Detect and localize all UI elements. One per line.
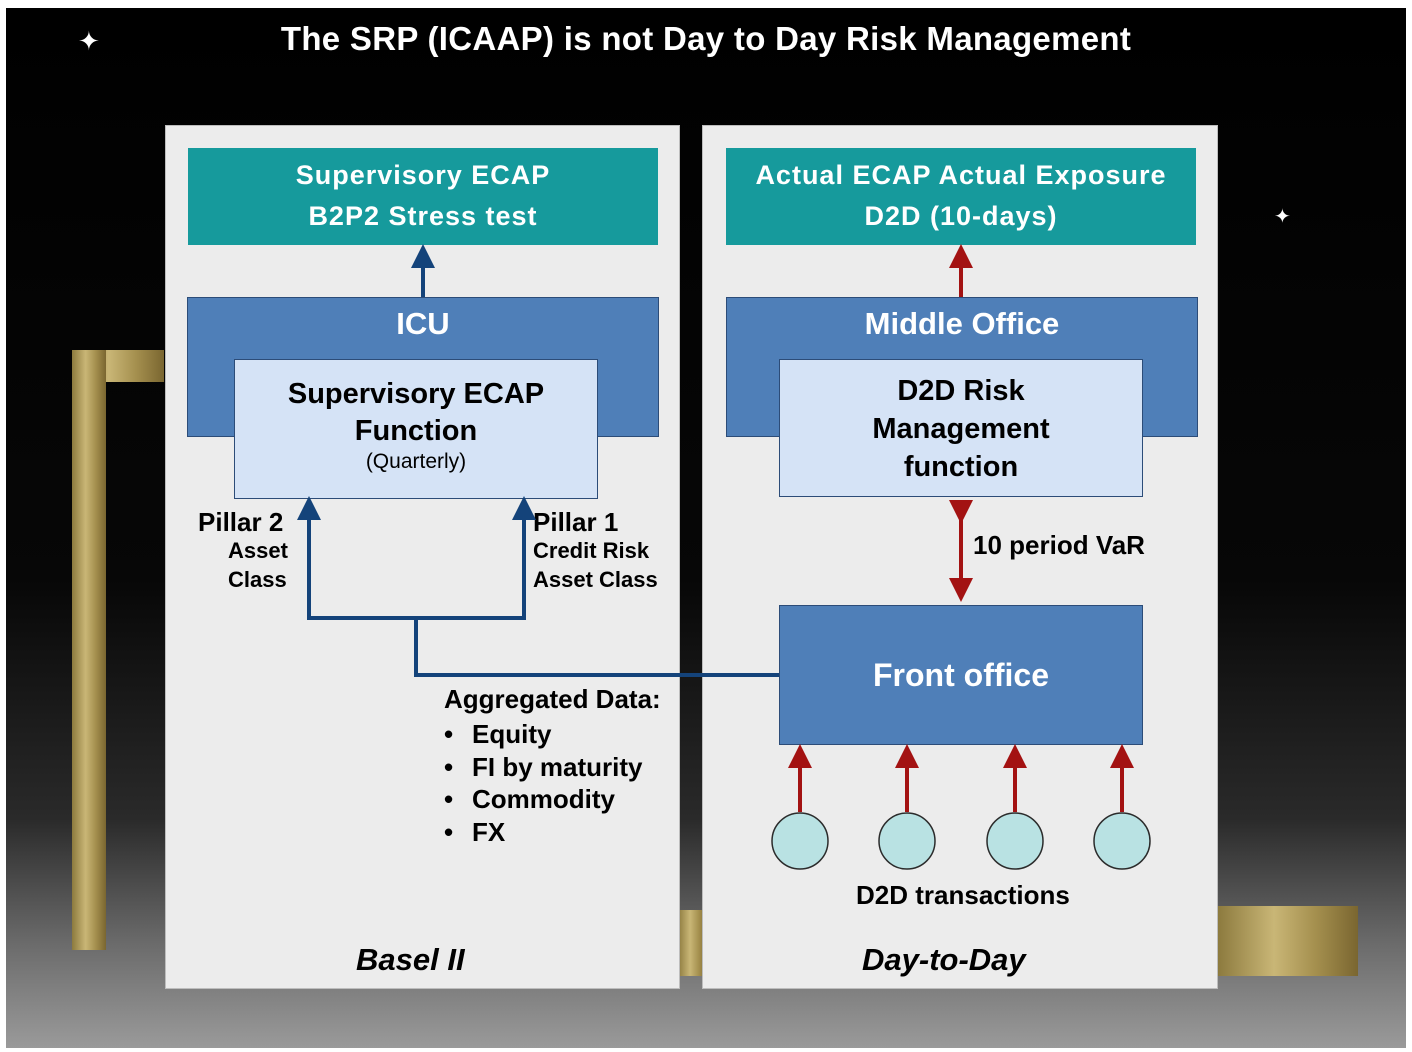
pillar1-title: Pillar 1 xyxy=(533,507,619,537)
pillar2-line2: Class xyxy=(228,567,287,592)
transaction-circle xyxy=(878,812,936,870)
stress-test-label: B2P2 Stress test xyxy=(308,201,538,231)
d2d-period-label: D2D (10-days) xyxy=(864,201,1058,231)
function-title-line2: Function xyxy=(354,415,478,447)
transaction-circle xyxy=(986,812,1044,870)
star-icon: ✦ xyxy=(78,26,100,56)
front-office-label: Front office xyxy=(873,656,1049,693)
star-icon: ✦ xyxy=(1274,206,1291,228)
var-label: 10 period VaR xyxy=(973,530,1145,560)
supervisory-function-box: Supervisory ECAP Function (Quarterly) xyxy=(234,359,598,499)
pillar1-line2: Asset Class xyxy=(533,567,658,592)
list-item: •Equity xyxy=(444,719,552,749)
d2d-risk-function-box: D2D Risk Management function xyxy=(779,359,1143,497)
middle-office-label: Middle Office xyxy=(864,306,1060,341)
actual-ecap-title: Actual ECAP Actual Exposure xyxy=(755,160,1167,190)
pillar2-line1: Asset xyxy=(228,538,288,563)
aggregated-data-list: •Equity •FI by maturity •Commodity •FX xyxy=(444,718,642,848)
function-title-line2: Management xyxy=(872,413,1050,445)
front-office-box: Front office xyxy=(779,605,1143,745)
aggregated-data-title: Aggregated Data: xyxy=(444,684,661,714)
pillar1-line1: Credit Risk xyxy=(533,538,650,563)
ruler-decoration xyxy=(72,350,106,950)
list-item: •FX xyxy=(444,816,506,847)
transaction-circle xyxy=(1093,812,1151,870)
transaction-circle xyxy=(771,812,829,870)
actual-ecap-box: Actual ECAP Actual Exposure D2D (10-days… xyxy=(726,148,1196,245)
front-office-to-pillars-line xyxy=(414,618,779,677)
transactions-label: D2D transactions xyxy=(856,880,1070,910)
function-title-line3: function xyxy=(903,451,1019,483)
pillars-connector xyxy=(307,508,526,620)
function-title-line1: D2D Risk xyxy=(897,375,1025,407)
frequency-label: (Quarterly) xyxy=(365,450,467,473)
day-to-day-footer: Day-to-Day xyxy=(862,942,1026,977)
list-item: •FI by maturity xyxy=(444,751,643,782)
function-title-line1: Supervisory ECAP xyxy=(287,378,545,410)
list-item: •Commodity xyxy=(444,784,615,814)
supervisory-ecap-box: Supervisory ECAP B2P2 Stress test xyxy=(188,148,658,245)
ruler-decoration xyxy=(1218,906,1358,976)
icu-label: ICU xyxy=(396,306,450,341)
pillar2-title: Pillar 2 xyxy=(198,507,284,537)
supervisory-ecap-title: Supervisory ECAP xyxy=(295,160,551,190)
slide-title: The SRP (ICAAP) is not Day to Day Risk M… xyxy=(280,20,1132,57)
basel-footer: Basel II xyxy=(356,942,465,977)
